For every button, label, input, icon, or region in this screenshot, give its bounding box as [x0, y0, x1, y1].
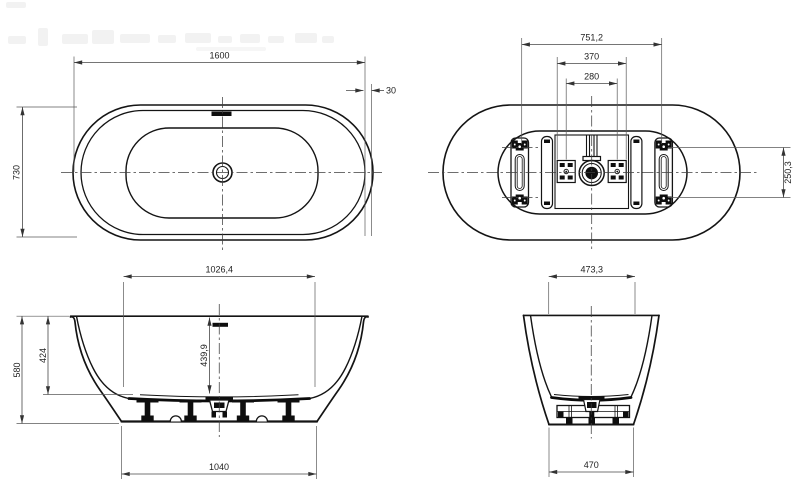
- dim-front-base: 1040: [209, 462, 229, 472]
- dim-bracket-vertical: 250,3: [783, 161, 793, 184]
- left-fixing-plate: [556, 159, 576, 184]
- basin-opening: [125, 127, 319, 219]
- left-wall-outer: [522, 314, 550, 426]
- overflow-slot: [212, 322, 228, 327]
- dim-plate-inner: 280: [584, 72, 599, 82]
- bottom-view: 751,2 370 280 250,3: [428, 33, 793, 252]
- dim-front-top: 1026,4: [205, 265, 233, 275]
- right-wall: [309, 315, 369, 423]
- plan-view: 1600 30 730: [12, 51, 396, 252]
- faint-watermark: [6, 2, 334, 51]
- dim-plan-width: 730: [12, 165, 22, 180]
- end-elevation: 473,3 470: [522, 265, 660, 477]
- basin-floor-inner: [553, 394, 629, 397]
- dim-plate-outer: 370: [584, 52, 599, 62]
- base-hole-right: [255, 415, 269, 422]
- left-wall-inner: [529, 315, 553, 398]
- dim-end-top: 473,3: [581, 265, 604, 275]
- dim-plan-length: 1600: [209, 51, 229, 61]
- front-elevation: 1026,4 439,9 580 424 1040: [12, 265, 369, 479]
- right-wall-outer: [632, 314, 660, 426]
- right-wall-inner: [630, 315, 653, 398]
- dim-plan-rim: 30: [386, 86, 396, 96]
- base-hole-left: [169, 415, 183, 422]
- right-fixing-plate: [607, 159, 627, 184]
- dim-front-wall: 424: [38, 348, 48, 363]
- left-wall: [69, 315, 130, 423]
- overflow-slot: [211, 111, 232, 116]
- dim-end-base: 470: [584, 460, 599, 470]
- dim-front-depth: 439,9: [199, 344, 209, 367]
- adjustable-feet: [136, 399, 300, 422]
- dim-bracket-span: 751,2: [580, 33, 603, 43]
- dim-front-height: 580: [12, 362, 22, 377]
